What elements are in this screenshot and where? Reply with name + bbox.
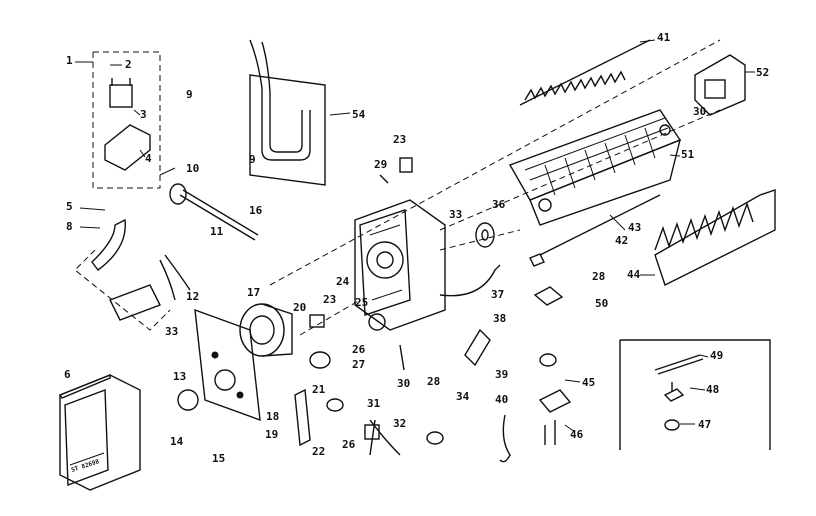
part-label-p6: 6 — [64, 368, 71, 381]
part-label-p26b: 26 — [342, 438, 356, 451]
part-label-p26: 26 — [352, 343, 366, 356]
mounting-plate-part — [194, 308, 261, 422]
part-label-p13: 13 — [173, 370, 186, 383]
part-label-p28: 28 — [427, 375, 440, 388]
part-label-p29: 29 — [374, 158, 387, 171]
part-label-p51: 51 — [681, 148, 695, 161]
part-label-p34: 34 — [456, 390, 470, 403]
part-label-p4: 4 — [145, 152, 152, 165]
part-label-p16: 16 — [249, 204, 263, 217]
part-label-p23b: 23 — [323, 293, 336, 306]
part-label-p30b: 30 — [693, 105, 706, 118]
part-label-p32: 32 — [393, 417, 406, 430]
part-label-p47: 47 — [698, 418, 711, 431]
stripper-comb-part — [519, 39, 651, 106]
part-label-p44: 44 — [627, 268, 641, 281]
part-label-p1: 1 — [66, 54, 73, 67]
part-label-p54: 54 — [352, 108, 366, 121]
part-label-p9b: 9 — [249, 153, 256, 166]
part-label-p33a: 33 — [449, 208, 462, 221]
part-label-p11: 11 — [210, 225, 224, 238]
part-label-p43: 43 — [628, 221, 641, 234]
part-label-p39: 39 — [495, 368, 508, 381]
heater-plate-part — [249, 39, 326, 186]
part-label-p12: 12 — [186, 290, 199, 303]
ice-shelf-part — [654, 189, 776, 286]
part-label-p28b: 28 — [592, 270, 605, 283]
part-label-p45: 45 — [582, 376, 595, 389]
part-label-p27: 27 — [352, 358, 365, 371]
part-label-p24: 24 — [336, 275, 350, 288]
part-label-p31: 31 — [367, 397, 381, 410]
part-label-p36: 36 — [492, 198, 506, 211]
part-label-p48: 48 — [706, 383, 719, 396]
part-label-p10: 10 — [186, 162, 199, 175]
box-label-text: ST 82698 — [70, 458, 100, 474]
ice-mold-part — [508, 109, 682, 226]
part-label-p33b: 33 — [165, 325, 178, 338]
part-label-p17: 17 — [247, 286, 260, 299]
part-label-p41: 41 — [657, 31, 671, 44]
part-label-p8: 8 — [66, 220, 73, 233]
part-label-p18: 18 — [266, 410, 279, 423]
part-label-p42: 42 — [615, 234, 628, 247]
small-components — [91, 78, 771, 463]
part-label-p3: 3 — [140, 108, 147, 121]
leader-lines — [75, 39, 755, 433]
part-label-p46: 46 — [570, 428, 584, 441]
motor-part — [239, 303, 293, 357]
part-label-p37: 37 — [491, 288, 504, 301]
part-label-p19: 19 — [265, 428, 278, 441]
part-label-p25: 25 — [355, 296, 368, 309]
control-housing-part — [354, 199, 446, 331]
part-label-p15: 15 — [212, 452, 225, 465]
cover-part — [694, 54, 746, 116]
part-label-p49: 49 — [710, 349, 723, 362]
part-label-p30: 30 — [397, 377, 410, 390]
part-label-p52: 52 — [756, 66, 769, 79]
package-box-part: ST 82698 — [58, 373, 141, 491]
part-label-p40: 40 — [495, 393, 508, 406]
part-label-p23a: 23 — [393, 133, 406, 146]
part-label-p5: 5 — [66, 200, 73, 213]
part-label-p14: 14 — [170, 435, 184, 448]
part-label-p20: 20 — [293, 301, 306, 314]
part-label-p9: 9 — [186, 88, 193, 101]
part-label-p22: 22 — [312, 445, 325, 458]
part-label-p2: 2 — [125, 58, 132, 71]
part-label-p38: 38 — [493, 312, 506, 325]
part-label-p50: 50 — [595, 297, 608, 310]
part-label-p21: 21 — [312, 383, 326, 396]
